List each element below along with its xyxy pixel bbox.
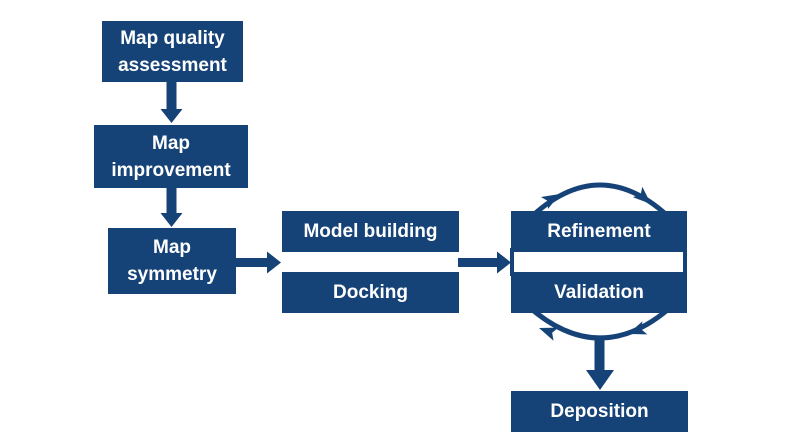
cycle-arc-top xyxy=(526,182,674,222)
box-label: improvement xyxy=(111,159,231,181)
box-model-building: Model building xyxy=(282,211,459,252)
box-label: Map xyxy=(152,132,190,154)
box-map-improvement: Map improvement xyxy=(94,125,248,188)
box-map-symmetry: Map symmetry xyxy=(108,228,236,294)
box-label: assessment xyxy=(118,54,227,76)
arrow-cycle-to-deposition xyxy=(586,336,614,390)
arrow-modelbuilding-to-refinement xyxy=(458,251,511,274)
box-deposition: Deposition xyxy=(511,391,688,432)
arrow-improvement-to-symmetry xyxy=(160,188,183,227)
box-label: Model building xyxy=(303,221,438,242)
box-label: Deposition xyxy=(550,401,649,422)
box-label: symmetry xyxy=(127,264,217,285)
cycle-arrowhead-top-left-icon xyxy=(540,194,560,210)
box-label: Map quality xyxy=(120,27,225,49)
box-map-quality-assessment: Map quality assessment xyxy=(102,21,243,82)
box-docking: Docking xyxy=(282,272,459,313)
cycle-arrowhead-bottom-right-icon xyxy=(628,321,648,335)
box-label: Refinement xyxy=(547,221,651,242)
box-label: Docking xyxy=(333,282,408,303)
box-refinement: Refinement xyxy=(511,211,687,252)
box-validation: Validation xyxy=(511,272,687,313)
arrow-quality-to-improvement xyxy=(160,82,183,123)
cycle-arrowhead-bottom-left-icon xyxy=(539,327,559,341)
cycle-arrowhead-top-right-icon xyxy=(632,186,651,204)
refinement-validation-gap-strip xyxy=(510,248,687,276)
box-label: Map xyxy=(153,237,191,258)
box-label: Validation xyxy=(554,282,644,303)
arrow-symmetry-to-modelbuilding xyxy=(236,251,281,274)
